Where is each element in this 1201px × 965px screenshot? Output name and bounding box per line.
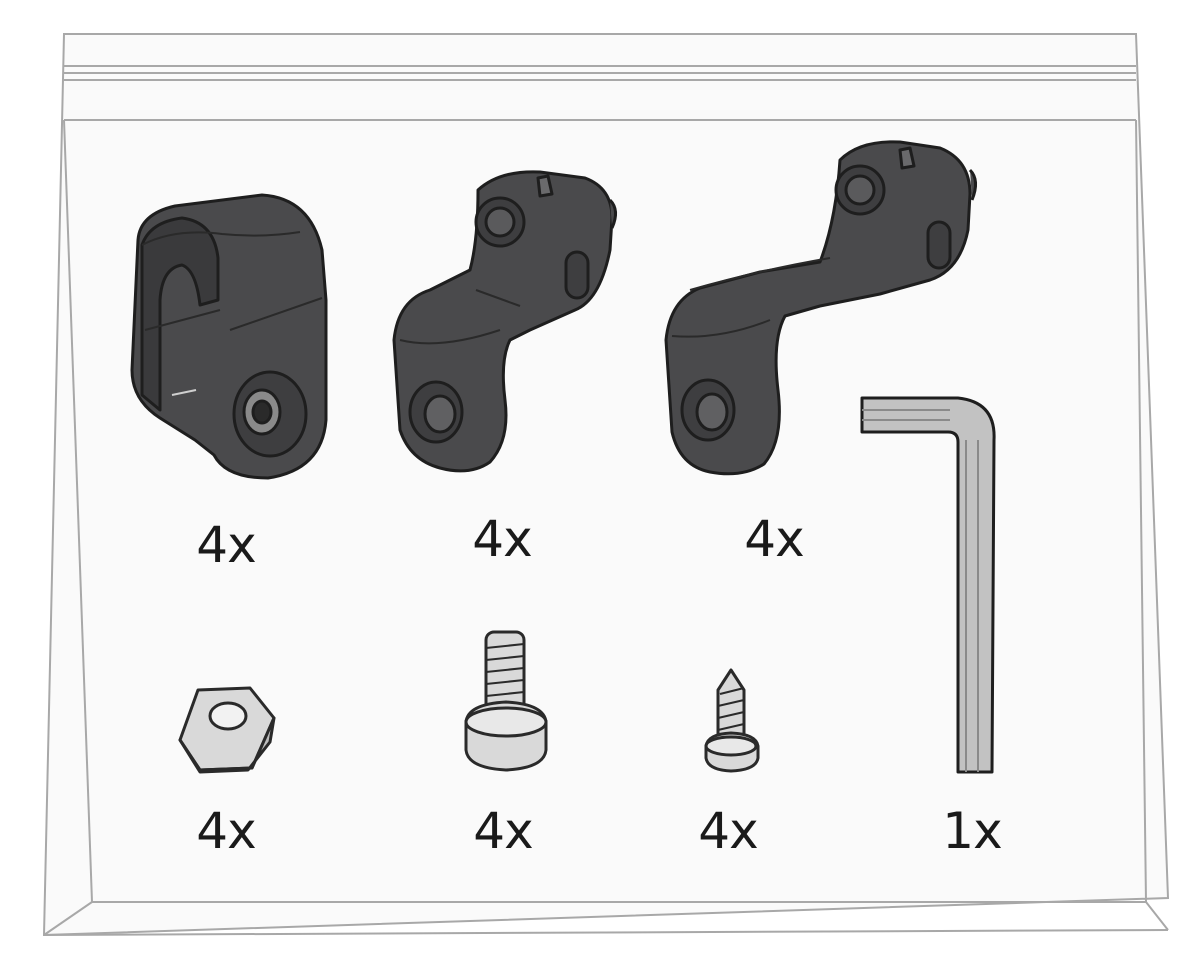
short-bracket-icon	[392, 170, 617, 473]
long-bracket-icon	[664, 140, 977, 476]
machine-screw-icon	[464, 630, 548, 772]
short-bracket-quantity: 4x	[472, 510, 532, 568]
hex-nut-quantity: 4x	[196, 802, 256, 860]
bag-outline	[42, 33, 1170, 937]
tube-clamp-icon	[130, 193, 328, 480]
tapping-screw-quantity: 4x	[698, 802, 758, 860]
tapping-screw-icon	[704, 668, 760, 773]
hex-key-icon	[860, 396, 996, 774]
long-bracket-quantity: 4x	[744, 510, 804, 568]
hex-key-quantity: 1x	[942, 802, 1002, 860]
tube-clamp-quantity: 4x	[196, 516, 256, 574]
machine-screw-quantity: 4x	[473, 802, 533, 860]
hex-nut-icon	[178, 686, 276, 774]
